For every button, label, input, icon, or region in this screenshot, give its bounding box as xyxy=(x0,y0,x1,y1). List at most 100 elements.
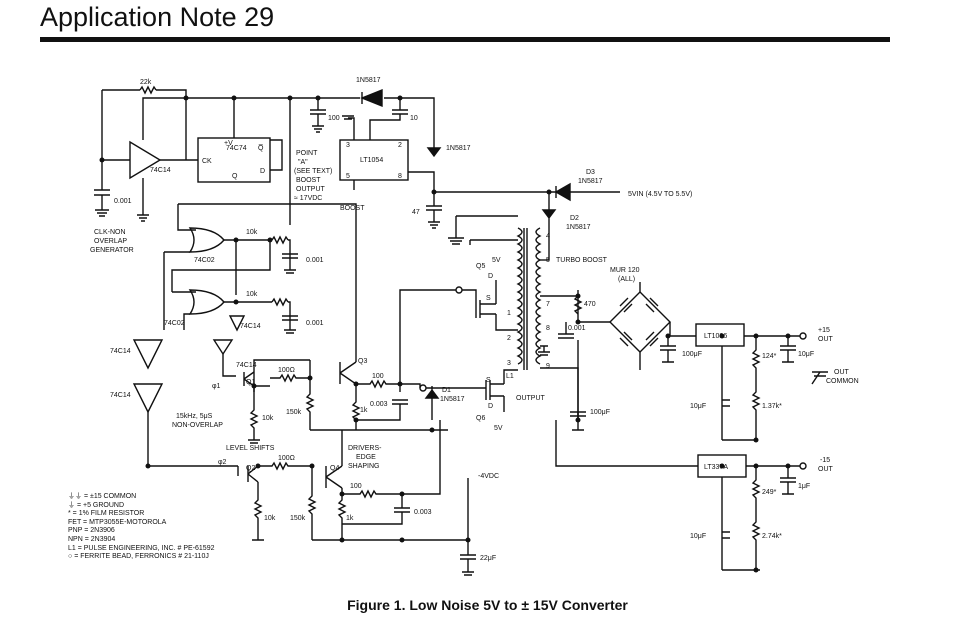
label-pin-q: Q xyxy=(232,173,238,180)
label-r10k-b: 10k xyxy=(246,291,258,298)
page-header: Application Note 29 xyxy=(0,0,975,50)
label-out-common-1: OUT xyxy=(834,369,850,376)
header-rule xyxy=(40,37,890,42)
label-output: OUTPUT xyxy=(516,395,546,402)
label-pin8: 8 xyxy=(398,173,402,180)
label-d1-part: 1N5817 xyxy=(440,396,465,403)
label-r100d: 100 xyxy=(350,483,362,490)
label-pin3: 3 xyxy=(346,142,350,149)
label-c0001-a: 0.001 xyxy=(306,257,324,264)
label-vin: 5VIN (4.5V TO 5.5V) xyxy=(628,191,692,198)
label-74c02-a: 74C02 xyxy=(194,257,215,264)
label-r249: 249* xyxy=(762,489,777,496)
legend-line-1: ⏚⏚ = ±15 COMMON xyxy=(68,493,137,500)
label-c0001-b: 0.001 xyxy=(306,320,324,327)
label-d2-part: 1N5817 xyxy=(566,224,591,231)
label-boost-out-3: ≈ 17VDC xyxy=(294,195,322,202)
label-mur-1: MUR 120 xyxy=(610,267,640,274)
label-turbo: TURBO BOOST xyxy=(556,257,608,264)
label-d1n5817-right: 1N5817 xyxy=(446,145,471,152)
legend-line-8: ○ = FERRITE BEAD, FERRONICS # 21-110J xyxy=(68,553,209,561)
output-terminals xyxy=(799,332,828,470)
page-title: Application Note 29 xyxy=(40,2,275,32)
label-q3: Q3 xyxy=(358,358,367,365)
label-n7: 7 xyxy=(546,301,550,308)
label-point-a-3: (SEE TEXT) xyxy=(294,168,332,175)
label-d-bot: D xyxy=(488,403,493,410)
label-74c02-b: 74C02 xyxy=(164,320,185,327)
label-level: LEVEL SHIFTS xyxy=(226,445,275,452)
label-point-a-2: "A" xyxy=(298,159,308,166)
label-c10uf-b: 10μF xyxy=(798,351,814,358)
label-s-top: S xyxy=(486,295,491,302)
label-s-bot: S xyxy=(486,377,491,384)
label-point-a-1: POINT xyxy=(296,150,318,157)
label-q5: Q5 xyxy=(476,263,485,270)
label-74c14-a: 74C14 xyxy=(150,167,171,174)
legend-line-6: NPN = 2N3904 xyxy=(68,535,116,543)
label-d2: D2 xyxy=(570,215,579,222)
label-c47: 47 xyxy=(412,209,420,216)
label-n4: 4 xyxy=(546,233,550,240)
ground-icon: ⏚ xyxy=(68,501,77,509)
label-d3-part: 1N5817 xyxy=(578,178,603,185)
label-clk-2: OVERLAP xyxy=(94,238,127,245)
label-boost-out-1: BOOST xyxy=(296,177,321,184)
common-ground-icon: ⏚⏚ xyxy=(68,493,84,500)
label-q5v: 5V xyxy=(492,257,501,264)
label-drv-3: SHAPING xyxy=(348,463,380,470)
label-pin-d: D xyxy=(260,168,265,175)
label-lt337a: LT337A xyxy=(704,464,728,471)
label-r150k-a: 150k xyxy=(286,409,302,416)
label-out-common-2: COMMON xyxy=(826,378,859,385)
label-drv-1: DRIVERS- xyxy=(348,445,382,452)
label-drv-2: EDGE xyxy=(356,454,376,461)
label-r22k: 22k xyxy=(140,79,152,86)
label-lt1054: LT1054 xyxy=(360,157,383,164)
label-q4: Q4 xyxy=(330,465,339,472)
label-r1k-b: 1k xyxy=(346,515,354,522)
legend-line-4: FET = MTP3055E-MOTOROLA xyxy=(68,518,167,526)
label-c0003a: 0.003 xyxy=(370,401,388,408)
label-r137k: 1.37k* xyxy=(762,403,782,410)
label-r10k-a: 10k xyxy=(246,229,258,236)
label-c0001: 0.001 xyxy=(114,198,132,205)
label-r100a: 100Ω xyxy=(278,367,295,374)
ferrite-bead-icon: ○ xyxy=(68,553,75,561)
label-n9: 9 xyxy=(546,363,550,370)
label-q1: Q1 xyxy=(246,379,255,386)
label-c1uf: 1μF xyxy=(798,483,810,490)
label-clk-3: GENERATOR xyxy=(90,247,134,254)
label-boost: BOOST xyxy=(340,205,365,212)
label-74c14-d: 74C14 xyxy=(110,348,131,355)
legend-line-5: PNP = 2N3906 xyxy=(68,527,115,535)
label-pin-ck: CK xyxy=(202,158,212,165)
label-pin-v: +V xyxy=(224,140,233,147)
label-out-m15-1: -15 xyxy=(820,457,830,464)
schematic-labels: 22k 0.001 74C14 74C74 +V CK Q̅ Q D POINT… xyxy=(90,77,859,562)
label-q6v: 5V xyxy=(494,425,503,432)
label-r100b: 100 xyxy=(372,373,384,380)
label-r10k-c: 10k xyxy=(262,415,274,422)
label-n2: 2 xyxy=(507,335,511,342)
label-n5: 5 xyxy=(546,257,550,264)
label-r274k: 2.74k* xyxy=(762,533,782,540)
schematic-junctions xyxy=(99,95,791,573)
label-l1: L1 xyxy=(506,373,514,380)
label-boost-out-2: OUTPUT xyxy=(296,186,326,193)
label-freq-1: 15kHz, 5μS xyxy=(176,413,213,420)
label-d1: D1 xyxy=(442,387,451,394)
label-c100uf-b: 100μF xyxy=(590,409,610,416)
label-m4v: -4VDC xyxy=(478,473,499,480)
label-74c14-c: 74C14 xyxy=(236,362,257,369)
label-r10k-d: 10k xyxy=(264,515,276,522)
label-r150k-b: 150k xyxy=(290,515,306,522)
figure-caption: Figure 1. Low Noise 5V to ± 15V Converte… xyxy=(347,597,628,613)
label-c10uf-c: 10μF xyxy=(690,533,706,540)
label-lt1086: LT1086 xyxy=(704,333,727,340)
label-phi1: φ1 xyxy=(212,383,221,390)
label-c100uf-a: 100μF xyxy=(682,351,702,358)
label-mur-2: (ALL) xyxy=(618,276,635,283)
label-freq-2: NON-OVERLAP xyxy=(172,422,223,429)
